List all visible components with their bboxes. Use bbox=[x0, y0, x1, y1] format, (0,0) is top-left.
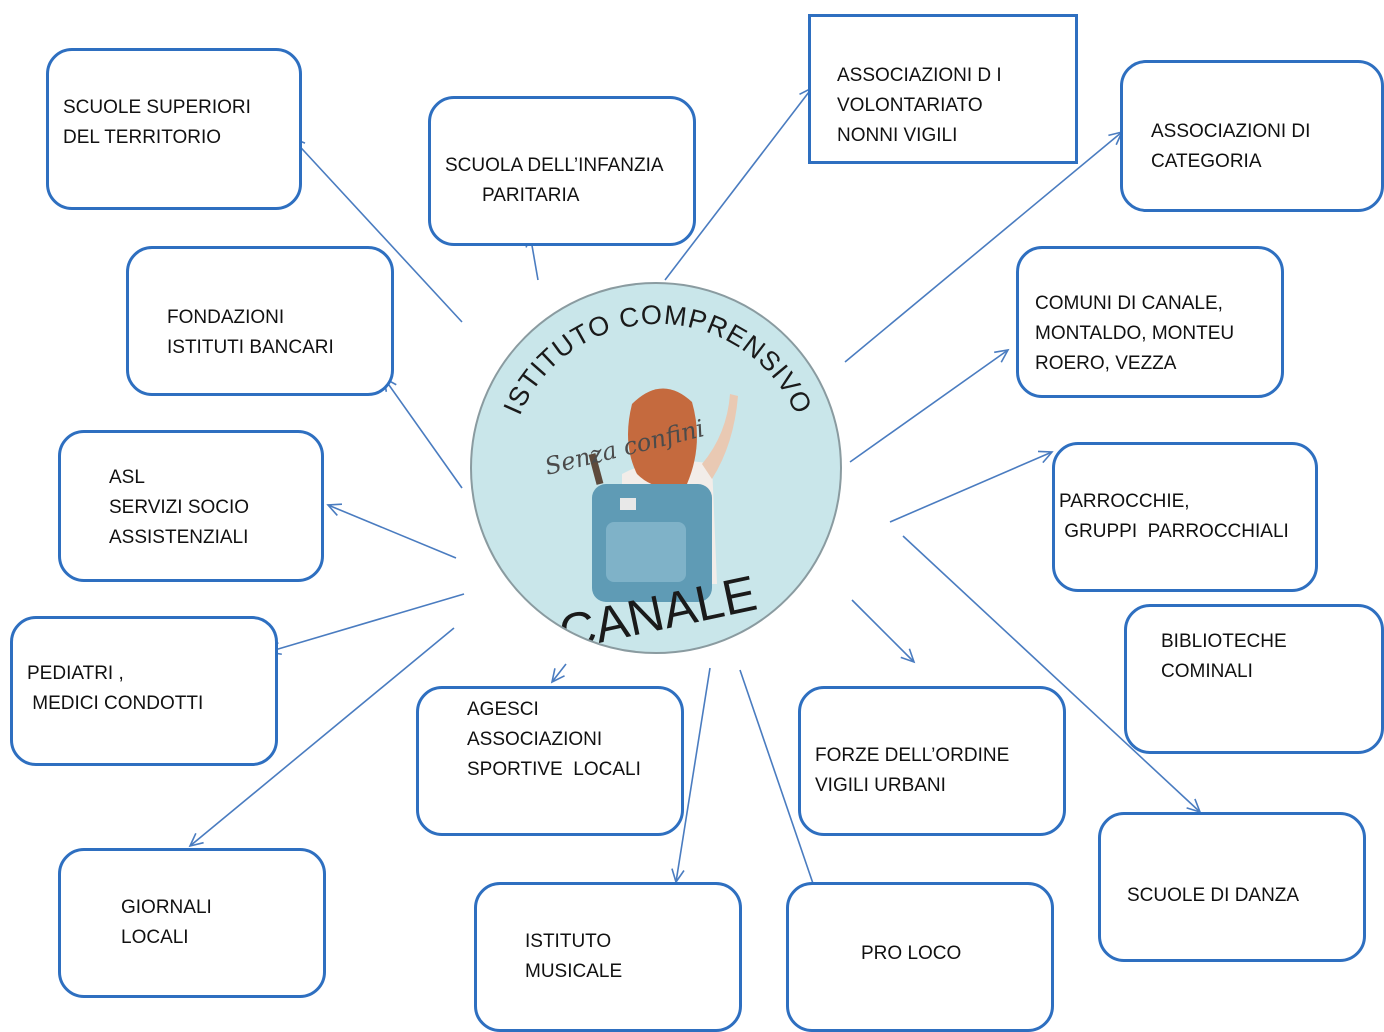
node-label: ASSOCIAZIONI D I VOLONTARIATO NONNI VIGI… bbox=[837, 65, 1002, 146]
node-label: ASSOCIAZIONI DI CATEGORIA bbox=[1151, 121, 1311, 172]
node-label: COMUNI DI CANALE, MONTALDO, MONTEU ROERO… bbox=[1035, 293, 1235, 374]
node-label: FORZE DELL’ORDINE VIGILI URBANI bbox=[815, 745, 1010, 796]
girl-illustration bbox=[588, 388, 738, 602]
node-volontariato: ASSOCIAZIONI D I VOLONTARIATO NONNI VIGI… bbox=[808, 14, 1078, 164]
node-label: AGESCI ASSOCIAZIONI SPORTIVE LOCALI bbox=[467, 699, 641, 780]
node-label: PARROCCHIE, GRUPPI PARROCCHIALI bbox=[1059, 491, 1289, 542]
node-label: ASL SERVIZI SOCIO ASSISTENZIALI bbox=[109, 467, 250, 548]
node-label: PEDIATRI , MEDICI CONDOTTI bbox=[27, 663, 204, 714]
connector-arrow bbox=[326, 503, 457, 559]
node-forze-ordine: FORZE DELL’ORDINE VIGILI URBANI bbox=[798, 686, 1066, 836]
connector-arrow bbox=[266, 593, 465, 656]
node-pediatri: PEDIATRI , MEDICI CONDOTTI bbox=[10, 616, 278, 766]
logo-graphic: ISTITUTO COMPRENSIVO Senza confini CANAL… bbox=[498, 300, 818, 652]
node-istituto-musicale: ISTITUTO MUSICALE bbox=[474, 882, 742, 1032]
node-scuola-infanzia: SCUOLA DELL’INFANZIA PARITARIA bbox=[428, 96, 696, 246]
node-agesci: AGESCI ASSOCIAZIONI SPORTIVE LOCALI bbox=[416, 686, 684, 836]
connector-arrow bbox=[382, 376, 463, 489]
connector-arrow bbox=[851, 599, 916, 664]
node-parrocchie: PARROCCHIE, GRUPPI PARROCCHIALI bbox=[1052, 442, 1318, 592]
node-label: BIBLIOTECHE COMINALI bbox=[1161, 631, 1287, 682]
node-giornali: GIORNALI LOCALI bbox=[58, 848, 326, 998]
node-label: SCUOLE DI DANZA bbox=[1127, 885, 1300, 906]
node-comuni: COMUNI DI CANALE, MONTALDO, MONTEU ROERO… bbox=[1016, 246, 1284, 398]
central-logo: ISTITUTO COMPRENSIVO Senza confini CANAL… bbox=[470, 282, 842, 654]
node-label: ISTITUTO MUSICALE bbox=[525, 931, 623, 982]
connector-arrow bbox=[889, 450, 1054, 523]
connector-arrow bbox=[550, 663, 567, 684]
connector-arrow bbox=[188, 627, 455, 848]
node-label: FONDAZIONI ISTITUTI BANCARI bbox=[167, 307, 334, 358]
node-categoria: ASSOCIAZIONI DI CATEGORIA bbox=[1120, 60, 1384, 212]
node-asl: ASL SERVIZI SOCIO ASSISTENZIALI bbox=[58, 430, 324, 582]
node-label: SCUOLE SUPERIORI DEL TERRITORIO bbox=[63, 97, 251, 148]
node-scuole-danza: SCUOLE DI DANZA bbox=[1098, 812, 1366, 962]
node-fondazioni: FONDAZIONI ISTITUTI BANCARI bbox=[126, 246, 394, 396]
node-label: GIORNALI LOCALI bbox=[121, 897, 212, 948]
node-scuole-superiori: SCUOLE SUPERIORI DEL TERRITORIO bbox=[46, 48, 302, 210]
node-label: SCUOLA DELL’INFANZIA PARITARIA bbox=[445, 155, 664, 206]
node-label: PRO LOCO bbox=[861, 943, 962, 964]
connector-arrow bbox=[849, 348, 1010, 463]
node-biblioteche: BIBLIOTECHE COMINALI bbox=[1124, 604, 1384, 754]
node-pro-loco: PRO LOCO bbox=[786, 882, 1054, 1032]
